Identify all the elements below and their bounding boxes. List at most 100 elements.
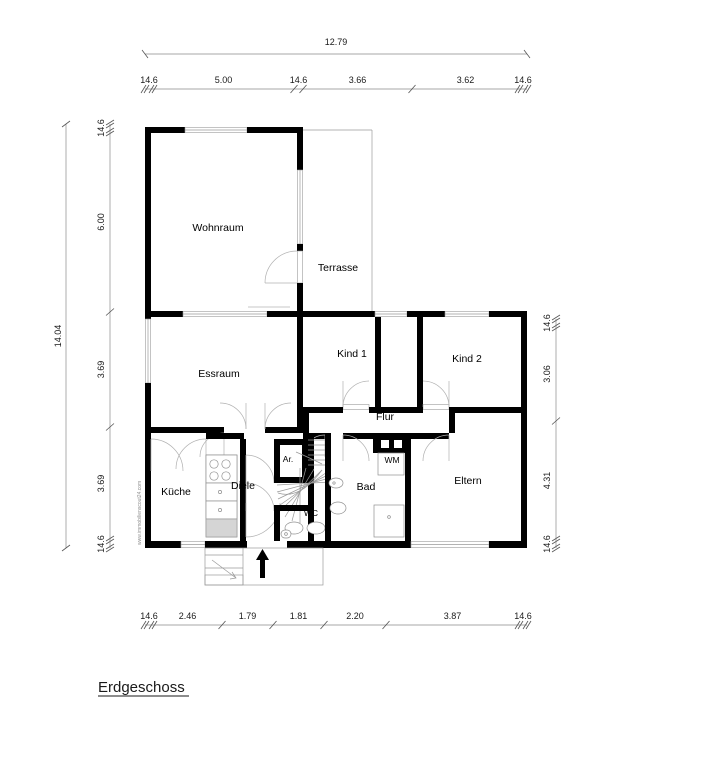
dimension-segment-label: 3.66	[349, 75, 367, 85]
dimension-segment-label: 2.20	[346, 611, 364, 621]
wall-eltern-left-upper	[449, 407, 455, 433]
wall-flur-top-right	[369, 407, 423, 413]
building-outline: www.immobilienscout24.com	[137, 127, 527, 586]
window-wohnraum-bottom	[182, 311, 268, 317]
wall-bottom-right	[489, 541, 527, 548]
dimension-segment-label: 2.46	[179, 611, 197, 621]
wall-wc-left	[274, 505, 280, 541]
page-title: Erdgeschoss	[98, 679, 185, 696]
dimension-segment-label: 14.6	[514, 611, 532, 621]
wall-bottom-left	[145, 541, 181, 548]
door-flur-eltern	[422, 434, 450, 462]
door-essraum-diele	[219, 402, 247, 430]
wall-bottom-essraum-left	[145, 427, 181, 433]
wall-top-wohnraum-left	[145, 127, 185, 133]
wall-kind2-left	[417, 317, 423, 407]
dimension-segment-label: 3.69	[96, 475, 106, 493]
terrasse-outline	[303, 129, 373, 317]
wall-flur-left	[303, 407, 309, 433]
room-label: Terrasse	[318, 262, 358, 274]
wall-wc-top	[274, 505, 308, 511]
door-diele-treppe	[245, 482, 275, 512]
wall-bottom-essraum-mid	[181, 427, 224, 433]
dimension-segment-label: 3.87	[444, 611, 462, 621]
dimension-segment-label: 14.6	[140, 75, 158, 85]
dimension-segment-label: 14.6	[96, 119, 106, 137]
wm-niche-openings	[381, 440, 402, 448]
room-label: WC	[304, 508, 318, 518]
wall-stair-right	[308, 433, 314, 541]
wall-right-exterior	[521, 311, 527, 548]
room-label: Wohnraum	[192, 222, 243, 234]
wall-ar-bottom	[274, 477, 308, 483]
wall-kind1-right	[375, 317, 381, 407]
wall-bottom-kind2	[449, 407, 523, 413]
dimension-segment-label: 1.79	[239, 611, 257, 621]
door-wohnraum-terrasse	[264, 250, 303, 284]
wall-entry-jamb	[241, 541, 247, 548]
bad-fixtures	[328, 477, 405, 538]
room-label: Essraum	[198, 368, 240, 380]
wall-kueche-top-right	[206, 433, 244, 439]
window-eltern-bottom	[410, 541, 490, 548]
dimension-label-top-overall: 12.79	[325, 37, 348, 47]
dimension-segment-label: 4.31	[542, 472, 552, 490]
room-label: Diele	[231, 480, 255, 492]
watermark-text: www.immobilienscout24.com	[137, 481, 143, 545]
dimension-top-overall: 12.79	[141, 37, 531, 59]
wall-bottom-wohnraum-left	[145, 311, 183, 317]
wall-ar-right	[302, 439, 308, 483]
window-essraum-left	[145, 318, 151, 384]
wall-wohnraum-terrasse-upper	[297, 127, 303, 170]
wall-top-kind2-right	[489, 311, 527, 317]
wall-left-essraum-top	[145, 311, 151, 319]
dimension-segment-label: 5.00	[215, 75, 233, 85]
window-wohnraum-terrasse	[297, 169, 303, 245]
wc-fixtures	[280, 521, 326, 539]
wall-left-essraum-bottom	[145, 383, 151, 433]
wall-bottom-bad	[323, 541, 389, 548]
dimension-segment-label: 3.69	[96, 361, 106, 379]
dimension-segment-label: 14.6	[542, 535, 552, 553]
wall-wohnraum-terrasse-stub	[297, 244, 303, 251]
kitchen-fixtures	[205, 454, 238, 538]
wall-kueche-right	[240, 439, 246, 541]
dimension-segment-label: 3.62	[457, 75, 475, 85]
wall-bottom-eltern-left	[389, 541, 411, 548]
dimension-segment-label: 3.06	[542, 365, 552, 383]
room-label: Bad	[357, 481, 376, 493]
wall-bad-right	[405, 433, 411, 541]
room-label: Flur	[376, 411, 395, 423]
door-diele-ar	[245, 454, 275, 484]
plan-title-group: Erdgeschoss	[98, 679, 189, 697]
wall-ar-left	[274, 439, 280, 483]
door-flur-bad	[342, 434, 370, 462]
dimension-label-left-overall: 14.04	[53, 325, 63, 348]
door-kueche-diele	[175, 438, 207, 470]
window-kind1-top	[374, 311, 408, 317]
wall-bottom-essraum-right	[265, 427, 303, 433]
wall-flur-top-left	[303, 407, 343, 413]
dimension-segment-label: 14.6	[542, 314, 552, 332]
dimension-segment-label: 1.81	[290, 611, 308, 621]
wall-top-kind2-left	[407, 311, 445, 317]
wall-flur-bottom-mid	[343, 433, 373, 439]
wall-wohnraum-terrasse-lower	[297, 283, 303, 317]
door-kind1-flur	[342, 380, 370, 410]
room-label: WM	[384, 455, 399, 465]
room-label: Ar.	[283, 454, 293, 464]
wall-bad-left	[325, 433, 331, 541]
wall-bottom-entry-right	[287, 541, 323, 548]
wall-bottom-entry-left	[205, 541, 241, 548]
wall-top-wohnraum-right	[247, 127, 303, 133]
room-label: Küche	[161, 486, 191, 498]
dimension-segment-label: 14.6	[140, 611, 158, 621]
door-kueche-essraum	[150, 438, 184, 472]
dimension-segment-label: 14.6	[96, 535, 106, 553]
wall-eltern-top-left	[411, 433, 423, 439]
